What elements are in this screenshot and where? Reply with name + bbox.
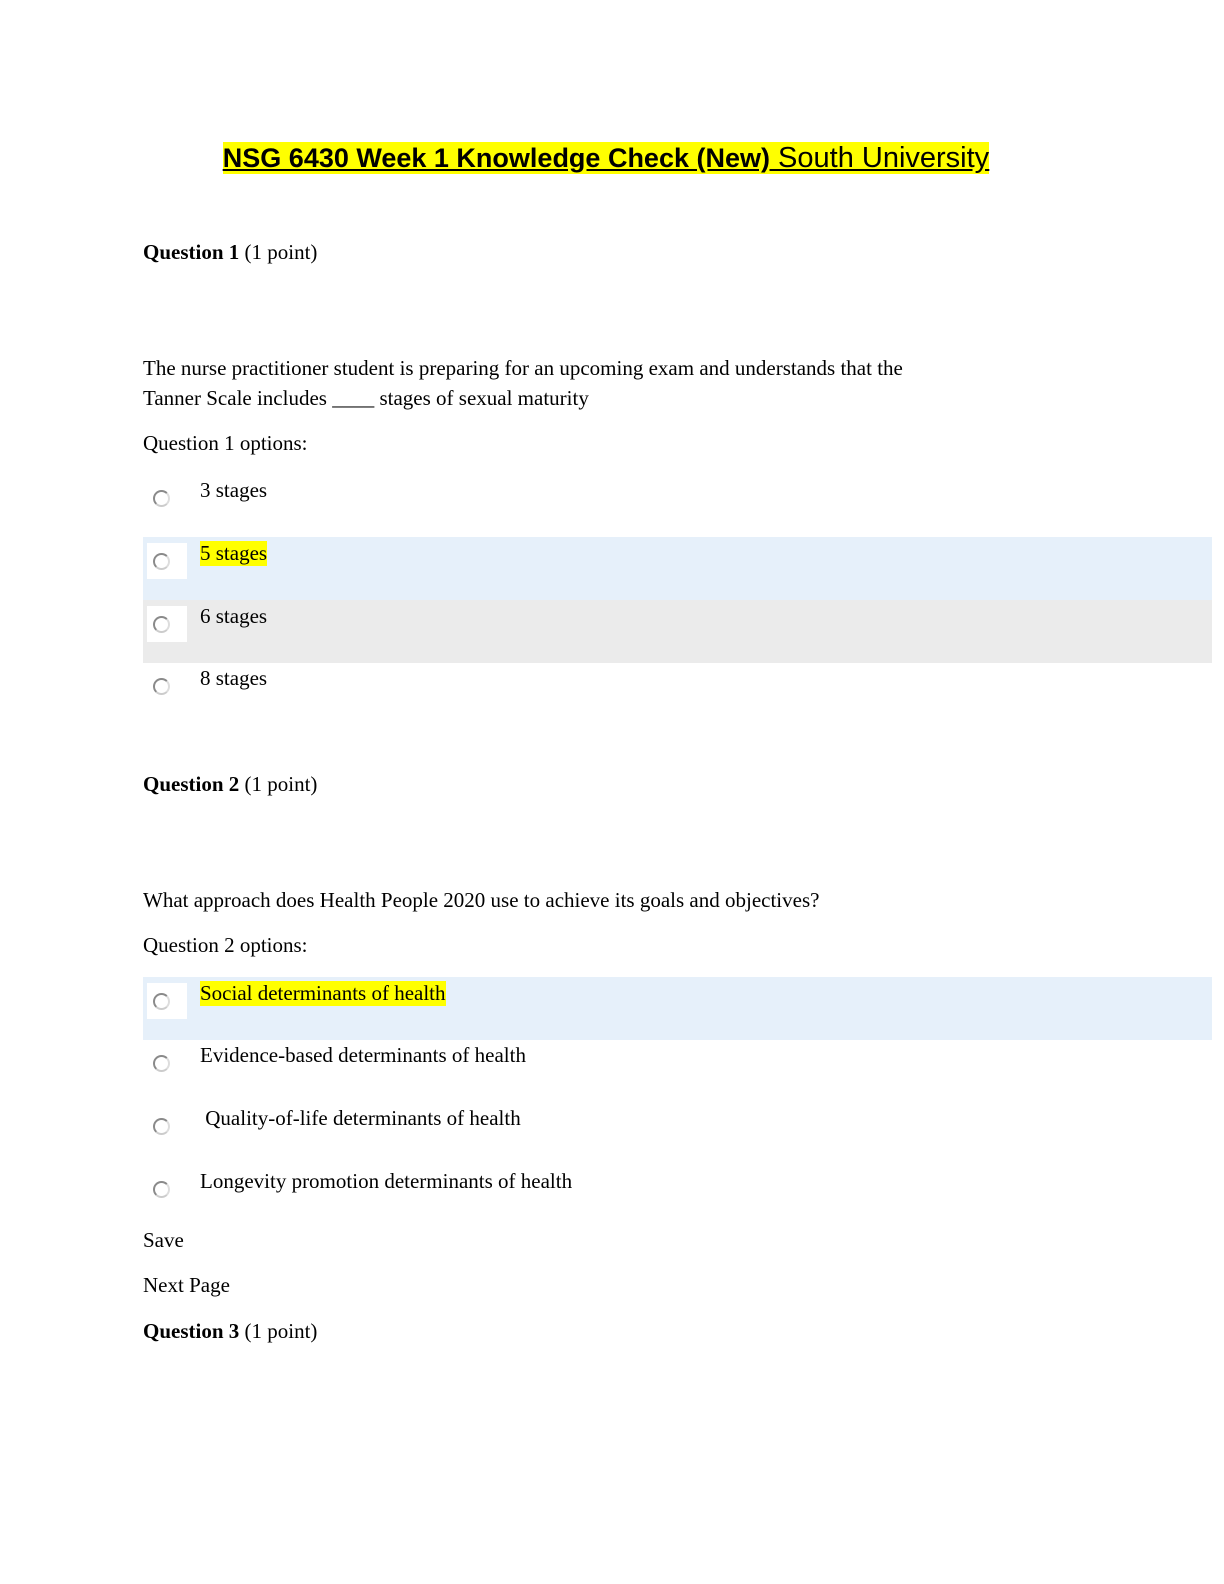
radio-button[interactable] <box>147 1108 187 1144</box>
option-label: 6 stages <box>200 604 268 628</box>
option-row[interactable]: Longevity promotion determinants of heal… <box>143 1165 1212 1228</box>
title-bold: NSG 6430 Week 1 Knowledge Check (New) <box>222 143 770 173</box>
question-1-text-line-1: The nurse practitioner student is prepar… <box>143 356 903 380</box>
option-row[interactable]: 6 stages <box>143 600 1212 663</box>
document-title: NSG 6430 Week 1 Knowledge Check (New) So… <box>0 142 1212 175</box>
option-row-selected[interactable]: Social determinants of health <box>143 977 1212 1040</box>
option-label: 8 stages <box>200 666 268 690</box>
next-page-button[interactable]: Next Page <box>143 1273 230 1297</box>
option-label: Longevity promotion determinants of heal… <box>200 1169 573 1193</box>
option-label: Evidence-based determinants of health <box>200 1043 526 1067</box>
option-row[interactable]: Evidence-based determinants of health <box>143 1039 1212 1102</box>
option-row-selected[interactable]: 5 stages <box>143 537 1212 600</box>
question-3-header: Question 3 (1 point) <box>143 1319 317 1344</box>
option-label: 5 stages <box>200 541 268 566</box>
question-points: (1 point) <box>244 240 318 264</box>
question-1-text-line-2: Tanner Scale includes ____ stages of sex… <box>143 386 589 410</box>
question-1-header: Question 1 (1 point) <box>143 240 317 265</box>
question-1-options-label: Question 1 options: <box>143 431 308 455</box>
radio-button[interactable] <box>147 480 187 516</box>
option-row[interactable]: 3 stages <box>143 474 1212 537</box>
option-label: Social determinants of health <box>200 981 446 1006</box>
title-rest: South University <box>769 142 990 174</box>
radio-button[interactable] <box>147 606 187 642</box>
question-label: Question 2 <box>143 772 240 796</box>
save-button[interactable]: Save <box>143 1228 184 1252</box>
radio-button[interactable] <box>147 983 187 1019</box>
question-label: Question 3 <box>143 1319 240 1343</box>
radio-button[interactable] <box>147 1171 187 1207</box>
question-2-options-label: Question 2 options: <box>143 933 308 957</box>
question-2-text: What approach does Health People 2020 us… <box>143 888 820 912</box>
option-label: Quality-of-life determinants of health <box>200 1106 521 1130</box>
radio-button[interactable] <box>147 668 187 704</box>
question-label: Question 1 <box>143 240 240 264</box>
option-label: 3 stages <box>200 478 268 502</box>
question-points: (1 point) <box>244 772 318 796</box>
option-row[interactable]: Quality-of-life determinants of health <box>143 1102 1212 1165</box>
radio-button[interactable] <box>147 1045 187 1081</box>
radio-button[interactable] <box>147 543 187 579</box>
question-points: (1 point) <box>244 1319 318 1343</box>
option-row[interactable]: 8 stages <box>143 662 1212 725</box>
question-2-header: Question 2 (1 point) <box>143 772 317 797</box>
